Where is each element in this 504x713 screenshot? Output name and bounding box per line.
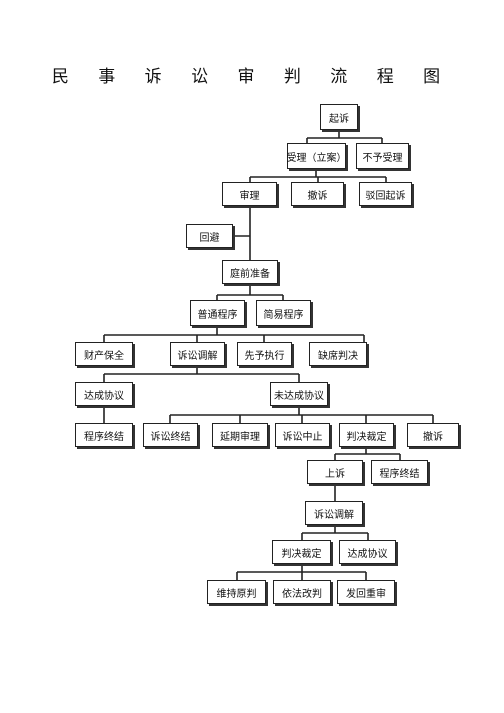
node-susongzhongjie: 诉讼终结 <box>143 423 198 447</box>
node-susongtiaojie2: 诉讼调解 <box>305 501 363 525</box>
node-putongchengxu: 普通程序 <box>190 300 245 326</box>
node-yifagaipan: 依法改判 <box>273 580 331 604</box>
node-shenli: 审理 <box>222 182 277 206</box>
node-chengxuzhongjie: 程序终结 <box>75 423 133 447</box>
node-shangsu: 上诉 <box>307 460 363 484</box>
node-susongzhongzhi: 诉讼中止 <box>275 423 330 447</box>
node-dachengxieyi: 达成协议 <box>75 382 133 406</box>
node-susongtiaojie: 诉讼调解 <box>170 342 225 366</box>
node-qisu: 起诉 <box>320 104 358 130</box>
node-buyushouli: 不予受理 <box>356 143 409 169</box>
page-title: 民 事 诉 讼 审 判 流 程 图 <box>51 67 453 87</box>
node-panjuecaiding: 判决裁定 <box>339 423 394 447</box>
node-dachengxieyi2: 达成协议 <box>339 540 396 564</box>
node-weidachengxieyi: 未达成协议 <box>270 382 328 406</box>
node-fahuichongshen: 发回重审 <box>337 580 395 604</box>
node-quexipanjue: 缺席判决 <box>309 342 367 366</box>
node-yanqishenli: 延期审理 <box>212 423 268 447</box>
node-jianyichengxu: 简易程序 <box>256 300 311 326</box>
node-shouli: 受理（立案） <box>287 143 347 169</box>
node-tingqianzhunbei: 庭前准备 <box>222 260 278 284</box>
node-chesu: 撤诉 <box>291 182 344 206</box>
node-bohuiqisu: 驳回起诉 <box>359 182 412 206</box>
node-xianyuzhixing: 先予执行 <box>237 342 292 366</box>
node-chengxuzhongjie2: 程序终结 <box>371 460 428 484</box>
node-weichiyuanpan: 维持原判 <box>207 580 266 604</box>
node-caichanbaoquan: 财产保全 <box>75 342 133 366</box>
node-panjuecaiding2: 判决裁定 <box>272 540 331 564</box>
node-chesu2: 撤诉 <box>407 423 459 447</box>
node-huibi: 回避 <box>186 224 233 248</box>
